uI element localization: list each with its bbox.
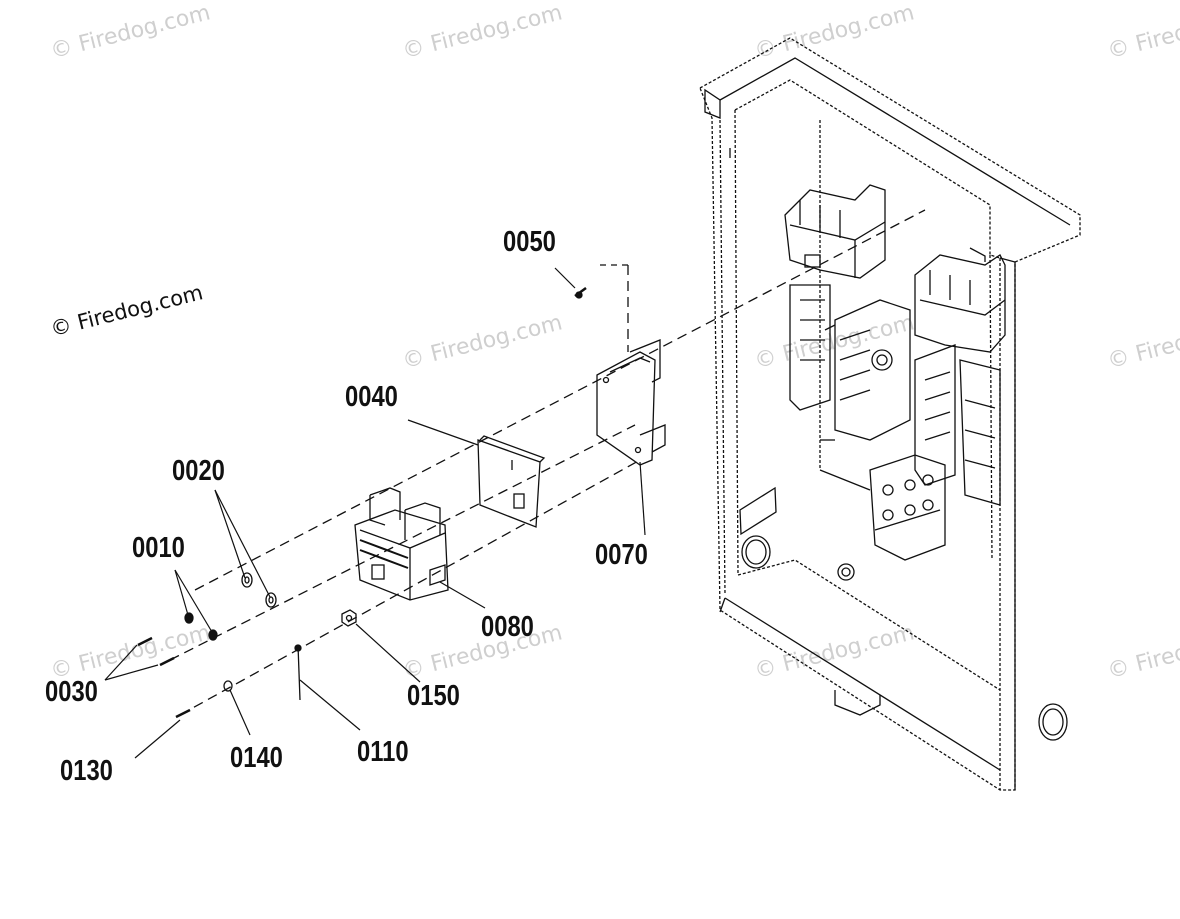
alignment-lines	[169, 209, 926, 716]
part-0070-bracket	[596, 339, 666, 466]
callout-0040: 0040	[345, 381, 398, 413]
part-0020-washer-b	[265, 592, 277, 608]
part-0030-screw-b	[159, 656, 175, 667]
part-0110-wire	[297, 644, 301, 701]
enclosure-cabinet	[699, 37, 1081, 791]
part-0040-panel	[477, 435, 546, 528]
callout-0020: 0020	[172, 455, 225, 487]
callout-0070: 0070	[595, 539, 648, 571]
callout-0030: 0030	[45, 676, 98, 708]
part-0150-nut	[341, 609, 357, 627]
leader-lines	[104, 267, 646, 759]
callout-0110: 0110	[357, 736, 409, 768]
part-0030-screw-a	[137, 636, 153, 647]
part-0010-nut-a	[184, 612, 194, 624]
callout-0140: 0140	[230, 742, 283, 774]
callout-0080: 0080	[481, 611, 534, 643]
callout-0050: 0050	[503, 226, 556, 258]
part-0080-relay	[354, 487, 449, 601]
callout-0130: 0130	[60, 755, 113, 787]
part-0020-washer-a	[241, 572, 253, 588]
part-0050-screw	[574, 286, 587, 299]
part-0010-nut-b	[208, 629, 218, 641]
callout-0150: 0150	[407, 680, 460, 712]
part-0140-washer	[223, 680, 233, 692]
callout-0010: 0010	[132, 532, 185, 564]
part-0130-screw	[175, 708, 191, 719]
